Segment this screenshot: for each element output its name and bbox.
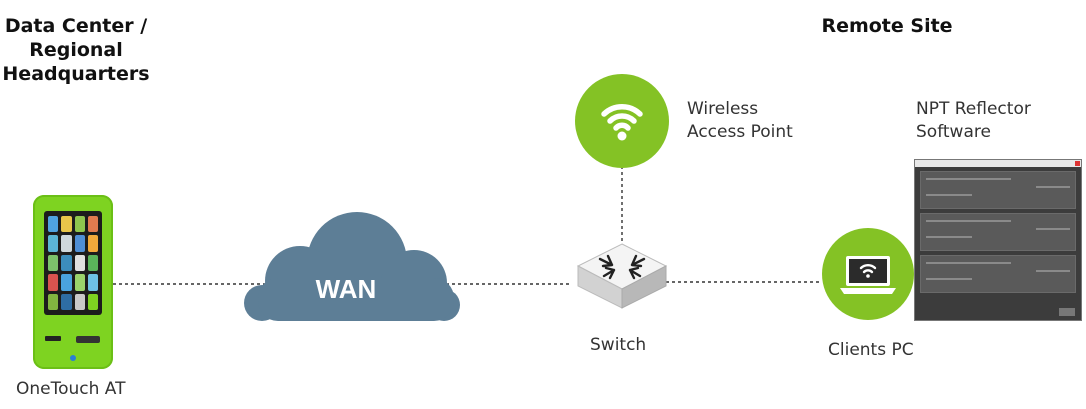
access-point-label: Wireless Access Point (687, 98, 827, 144)
device-button (76, 336, 100, 343)
wan-label: WAN (316, 274, 377, 304)
wifi-icon (601, 104, 643, 141)
access-point-label-line: Access Point (687, 122, 793, 142)
onetouch-label: OneTouch AT (16, 379, 126, 399)
onetouch-at-device (33, 195, 113, 369)
client-label: Clients PC (828, 340, 914, 360)
zone-title-line: Regional (29, 39, 123, 61)
zone-title-data-center: Data Center / Regional Headquarters (0, 14, 152, 86)
app-title-bar (915, 160, 1081, 167)
switch-label: Switch (590, 335, 647, 355)
device-screen (44, 211, 102, 315)
laptop-wifi-icon (840, 256, 896, 294)
app-adapter-panel (920, 171, 1076, 209)
app-ok-button (1059, 308, 1075, 316)
device-brand-mark (45, 336, 61, 341)
wan-cloud (244, 212, 460, 321)
zone-title-line: Data Center / (4, 15, 148, 37)
network-switch-icon (576, 243, 668, 309)
zone-title-line: Headquarters (2, 63, 150, 85)
app-adapter-panel (920, 255, 1076, 293)
zone-title-remote-site: Remote Site (821, 15, 953, 37)
reflector-label-line: Software (916, 122, 991, 142)
reflector-label-line: NPT Reflector (916, 99, 1031, 119)
access-point-label-line: Wireless (687, 99, 759, 119)
reflector-app-screenshot (914, 159, 1082, 321)
app-adapter-panel (920, 213, 1076, 251)
reflector-label: NPT Reflector Software (916, 98, 1066, 144)
device-led (70, 355, 76, 361)
device-app-tiles (48, 216, 98, 310)
access-point-node (575, 74, 669, 168)
client-pc-node (822, 228, 914, 320)
